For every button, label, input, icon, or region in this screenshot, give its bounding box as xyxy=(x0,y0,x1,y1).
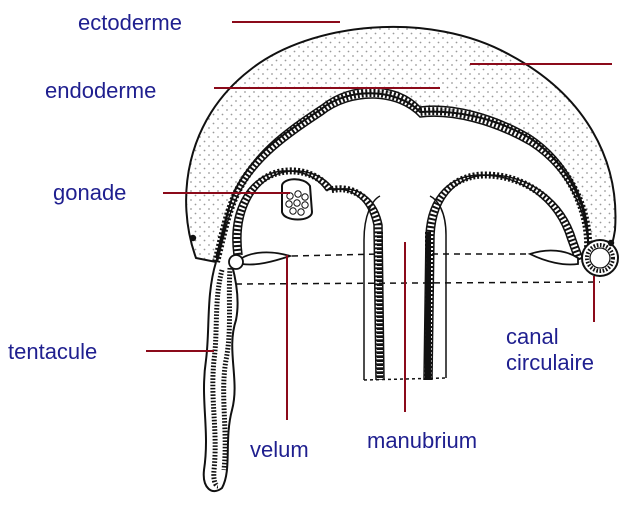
label-manubrium: manubrium xyxy=(367,428,477,454)
label-canal-circulaire: canal circulaire xyxy=(506,324,594,376)
tentacle-shape xyxy=(204,255,243,491)
margin-plane-line xyxy=(236,282,600,284)
right-marginal-dot xyxy=(608,240,614,246)
label-tentacule: tentacule xyxy=(8,339,97,365)
label-ectoderme: ectoderme xyxy=(78,10,182,36)
left-marginal-dot xyxy=(190,235,196,241)
velum-right xyxy=(530,251,578,265)
label-canal-line2: circulaire xyxy=(506,350,594,376)
velum-plane-line xyxy=(292,254,530,256)
label-endoderme: endoderme xyxy=(45,78,156,104)
label-gonade: gonade xyxy=(53,180,126,206)
gonad-shape xyxy=(282,179,312,219)
label-velum: velum xyxy=(250,437,309,463)
velum-left xyxy=(242,252,290,264)
label-canal-line1: canal xyxy=(506,324,594,350)
